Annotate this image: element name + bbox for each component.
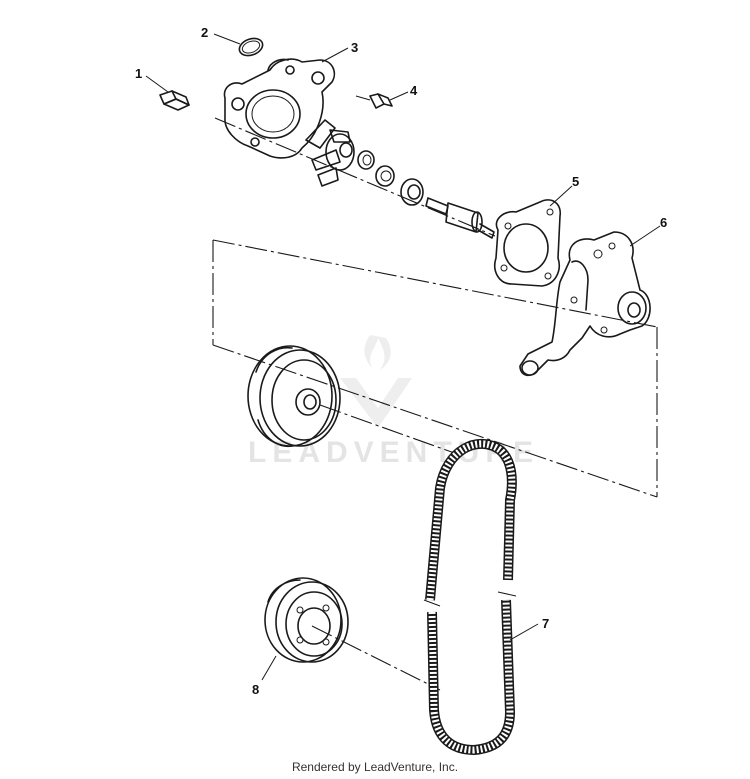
pump-pulley: [247, 345, 341, 448]
callout-5: 5: [572, 174, 579, 189]
callout-6: 6: [660, 215, 667, 230]
impeller: [305, 119, 355, 187]
footer-credit: Rendered by LeadVenture, Inc.: [291, 760, 459, 774]
leader-lines: [145, 33, 661, 681]
callout-4: 4: [410, 83, 418, 98]
pump-cover: [223, 58, 336, 159]
bearing: [400, 178, 424, 206]
callout-2: 2: [201, 25, 208, 40]
watermark-logo-icon: [340, 335, 412, 428]
callout-7: 7: [542, 616, 549, 631]
seal-small: [357, 150, 375, 170]
callout-1: 1: [135, 66, 142, 81]
assembly-centerlines: [212, 117, 658, 691]
pump-housing: [519, 231, 651, 377]
o-ring: [238, 37, 264, 57]
gasket: [494, 199, 562, 287]
bolt-left: [159, 90, 190, 111]
bolt-right: [355, 93, 393, 109]
crank-pulley: [264, 577, 349, 663]
callout-3: 3: [351, 40, 358, 55]
callout-labels: 1 2 3 4 5 6 7 8: [135, 25, 667, 697]
drive-belt: [423, 438, 517, 756]
seal-medium: [375, 165, 395, 187]
pump-shaft: [425, 197, 495, 239]
callout-8: 8: [252, 682, 259, 697]
